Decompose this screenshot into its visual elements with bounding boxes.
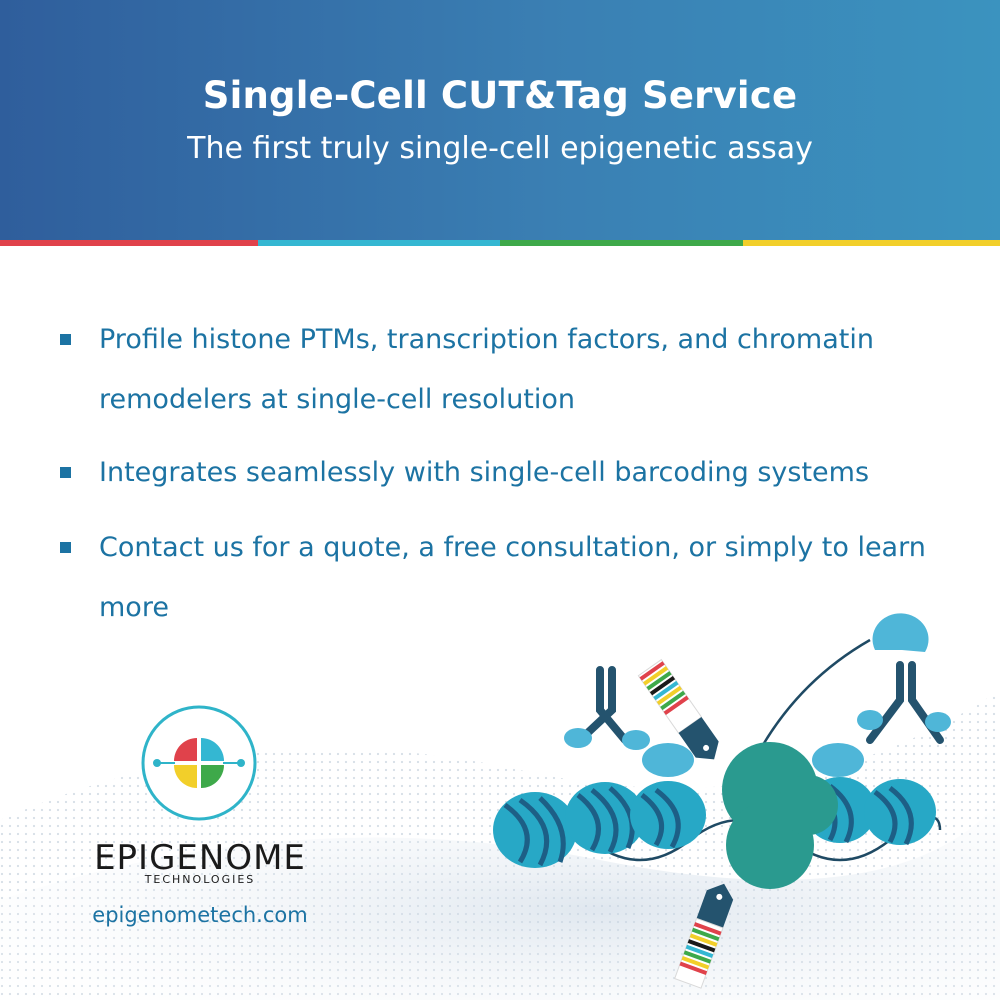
antibody-tip-icon [857, 710, 883, 730]
color-stripe-cyan [258, 240, 500, 246]
feature-text: Integrates seamlessly with single-cell b… [99, 457, 870, 488]
company-name: EPIGENOME [94, 838, 306, 878]
dna-linker [758, 638, 871, 751]
illustration [0, 613, 1000, 1000]
barcode-tag-icon [674, 883, 734, 989]
color-stripe-green [500, 240, 743, 246]
adapter-icon [812, 743, 864, 777]
color-stripe-red [0, 240, 258, 246]
nucleosome-icon [493, 792, 577, 868]
bullet-square-icon [60, 542, 71, 553]
website-link[interactable]: epigenometech.com [92, 903, 308, 927]
bullet-square-icon [60, 467, 71, 478]
page-subtitle: The first truly single-cell epigenetic a… [187, 131, 813, 166]
adapter-icon [872, 613, 929, 652]
color-stripe-yellow [743, 240, 1000, 246]
nucleosome-icon [864, 779, 936, 846]
company-tagline: TECHNOLOGIES [144, 873, 256, 886]
antibody-tip-icon [925, 712, 951, 732]
feature-text: Contact us for a quote, a free consultat… [99, 532, 926, 623]
antibody-tip-icon [622, 730, 650, 750]
adapter-icon [642, 743, 694, 777]
bullet-square-icon [60, 334, 71, 345]
page-title: Single-Cell CUT&Tag Service [202, 74, 798, 117]
nucleosome-icon [630, 781, 706, 849]
antibody-icon [576, 666, 629, 744]
feature-text: Profile histone PTMs, transcription fact… [99, 324, 874, 415]
header-banner: Single-Cell CUT&Tag Service The first tr… [0, 0, 1000, 240]
barcode-tag-icon [637, 658, 719, 760]
company-logo-icon [141, 705, 257, 821]
transposase-icon [722, 742, 838, 889]
antibody-tip-icon [564, 728, 592, 748]
